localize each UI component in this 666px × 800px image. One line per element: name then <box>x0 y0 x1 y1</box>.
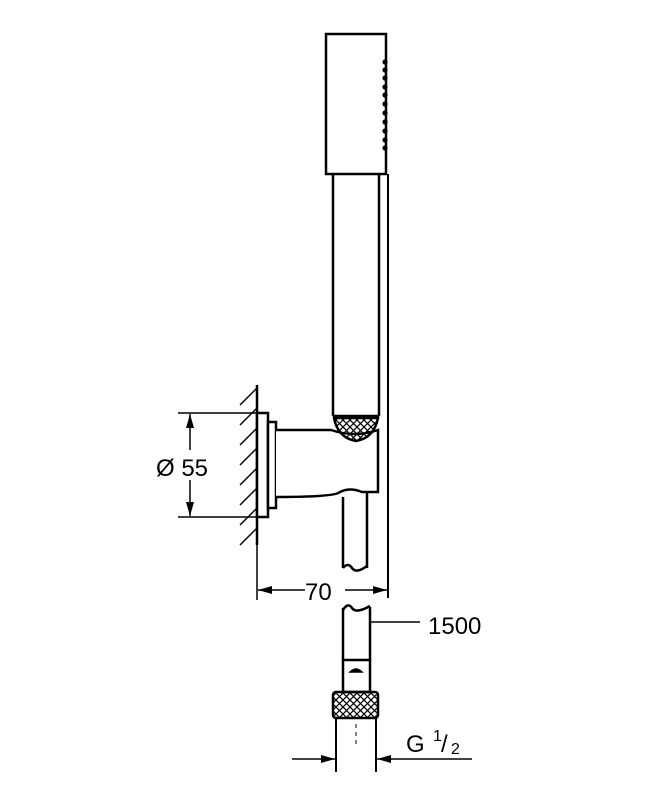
diameter-label: Ø 55 <box>156 455 208 482</box>
thread-slash: / <box>441 731 448 758</box>
thread-letter: G <box>406 731 425 758</box>
thread-numerator: 1 <box>433 728 442 745</box>
thread-denominator: 2 <box>451 741 460 758</box>
wall-holder <box>255 411 380 519</box>
hand-shower <box>324 32 388 443</box>
projection-label: 70 <box>305 579 332 606</box>
wall-hatch <box>239 385 259 546</box>
dimension-lines <box>178 412 472 763</box>
hose-length-label: 1500 <box>428 613 481 640</box>
shower-hose <box>331 492 380 772</box>
